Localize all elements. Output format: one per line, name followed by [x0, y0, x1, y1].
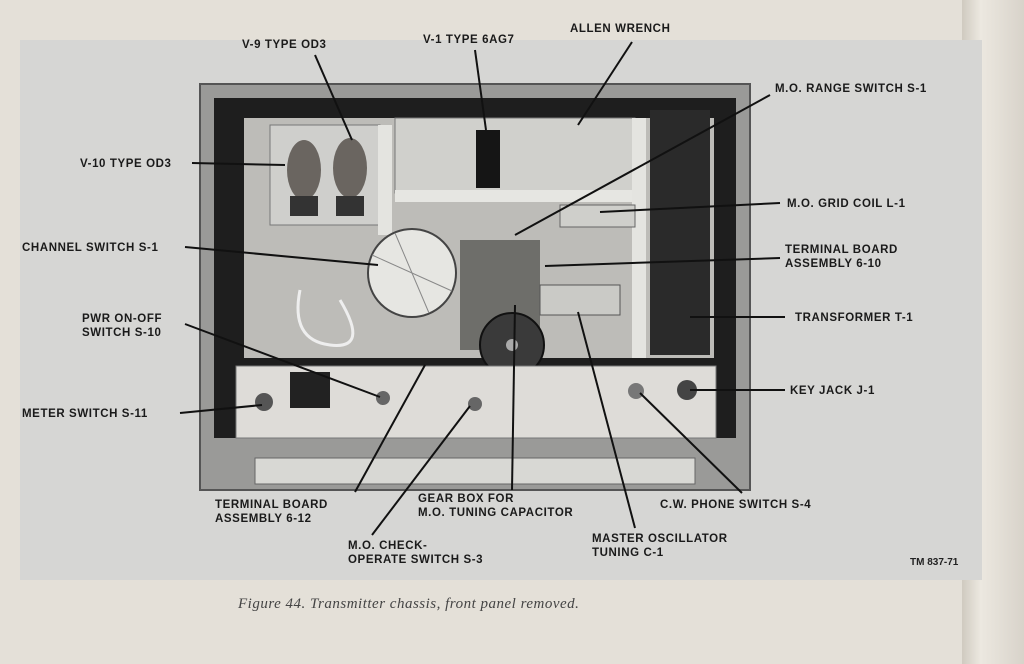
label-line: TERMINAL BOARD — [785, 244, 898, 256]
label-pwr-switch: PWR ON-OFF SWITCH S-10 — [82, 312, 162, 340]
label-mo-grid-coil: M.O. GRID COIL L-1 — [787, 198, 906, 210]
leader-lines — [179, 41, 785, 536]
label-v10: V-10 TYPE OD3 — [80, 158, 172, 170]
label-gear-box: GEAR BOX FOR M.O. TUNING CAPACITOR — [418, 492, 573, 520]
label-cw-phone-switch: C.W. PHONE SWITCH S-4 — [660, 499, 812, 511]
label-line: ASSEMBLY 6-10 — [785, 258, 882, 270]
label-v1: V-1 TYPE 6AG7 — [423, 34, 515, 46]
label-terminal-board-6-12: TERMINAL BOARD ASSEMBLY 6-12 — [215, 498, 328, 526]
label-line: TERMINAL BOARD — [215, 499, 328, 511]
label-transformer: TRANSFORMER T-1 — [795, 312, 914, 324]
label-v9: V-9 TYPE OD3 — [242, 39, 327, 51]
label-allen-wrench: ALLEN WRENCH — [570, 23, 671, 35]
label-line: GEAR BOX FOR — [418, 493, 515, 505]
label-line: PWR ON-OFF — [82, 313, 163, 325]
label-meter-switch: METER SWITCH S-11 — [22, 408, 148, 420]
label-line: SWITCH S-10 — [82, 327, 162, 339]
label-line: TUNING C-1 — [592, 547, 664, 559]
label-line: MASTER OSCILLATOR — [592, 533, 728, 545]
figure-number: TM 837-71 — [910, 557, 959, 568]
label-line: OPERATE SWITCH S-3 — [348, 554, 484, 566]
label-master-oscillator: MASTER OSCILLATOR TUNING C-1 — [592, 532, 728, 560]
label-key-jack: KEY JACK J-1 — [790, 385, 875, 397]
label-line: M.O. TUNING CAPACITOR — [418, 507, 574, 519]
label-terminal-board-6-10: TERMINAL BOARD ASSEMBLY 6-10 — [785, 243, 898, 271]
label-channel-switch: CHANNEL SWITCH S-1 — [22, 242, 159, 254]
label-line: ASSEMBLY 6-12 — [215, 513, 312, 525]
label-line: M.O. CHECK- — [348, 540, 428, 552]
label-mo-check-switch: M.O. CHECK- OPERATE SWITCH S-3 — [348, 539, 483, 567]
figure-caption: Figure 44. Transmitter chassis, front pa… — [238, 596, 580, 612]
label-mo-range-switch: M.O. RANGE SWITCH S-1 — [775, 83, 927, 95]
